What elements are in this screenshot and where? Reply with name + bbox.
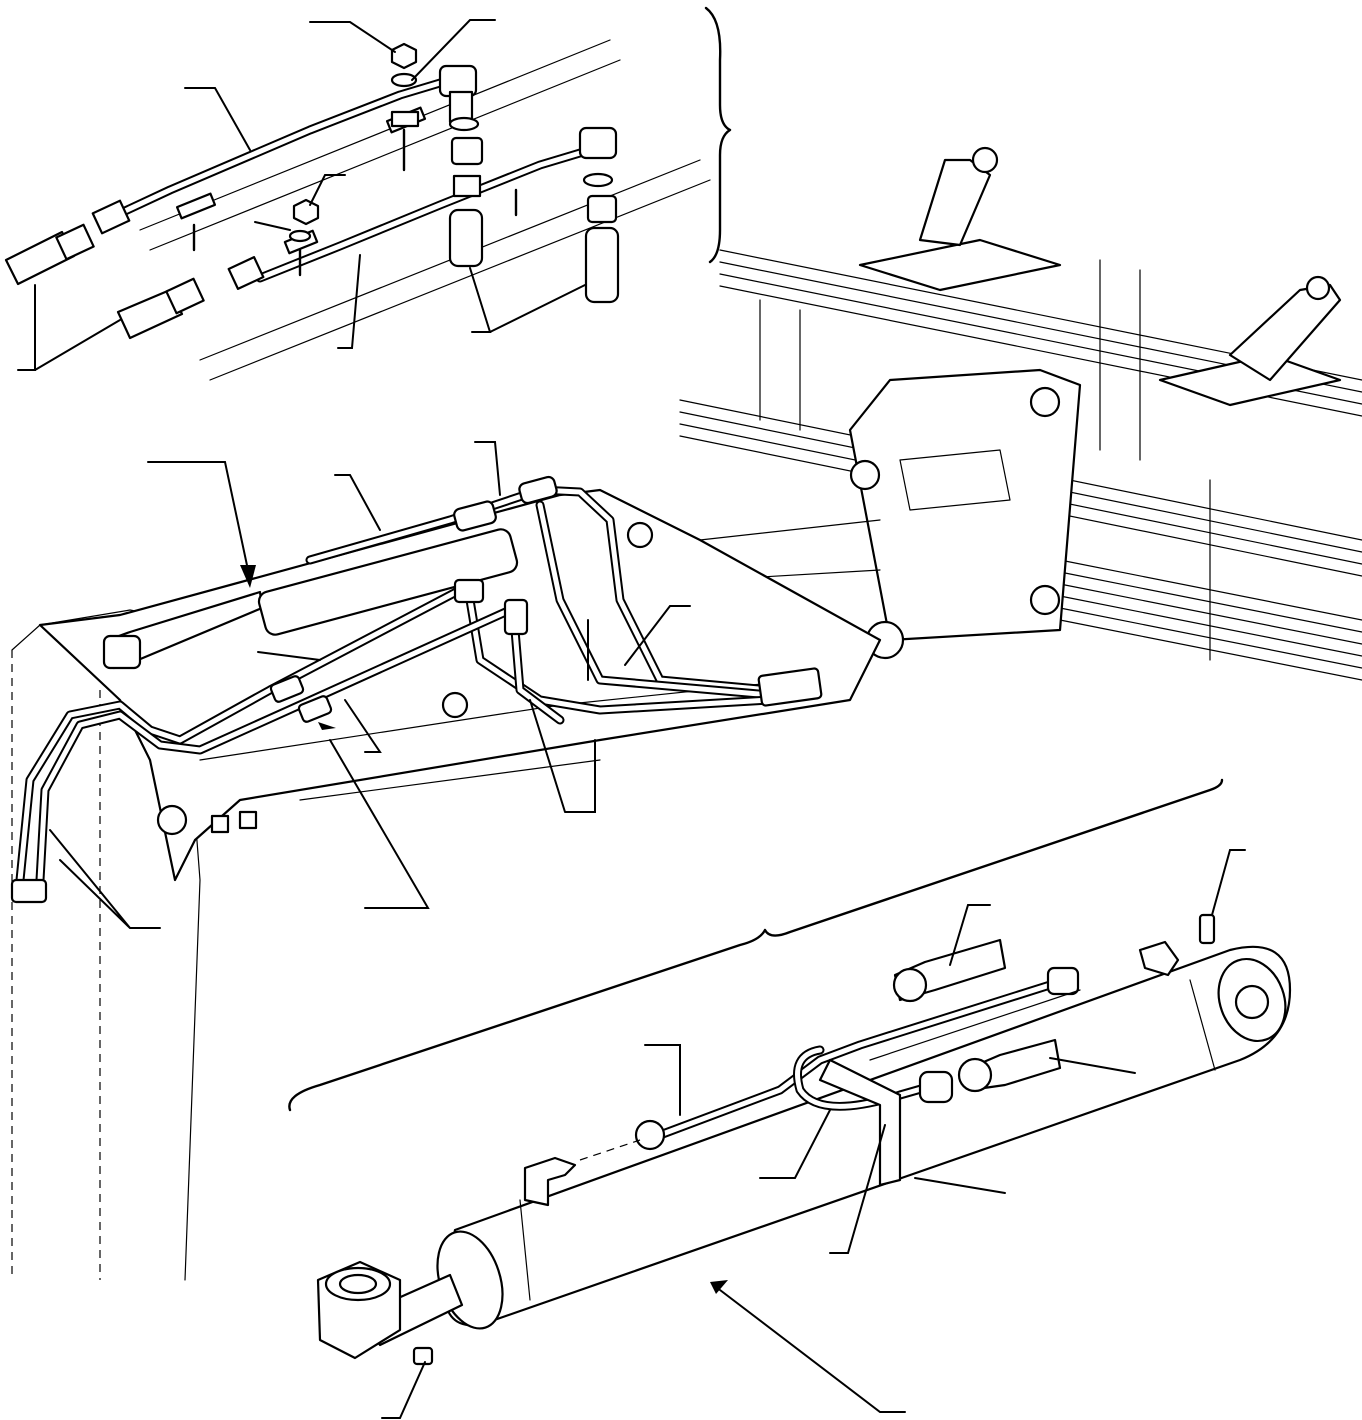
chassis-frame: [679, 146, 1362, 681]
inset-hose-assembly: [4, 6, 732, 381]
callout-leader-lines: [17, 19, 1246, 1419]
hydraulic-cylinder-exploded: [288, 778, 1292, 1366]
